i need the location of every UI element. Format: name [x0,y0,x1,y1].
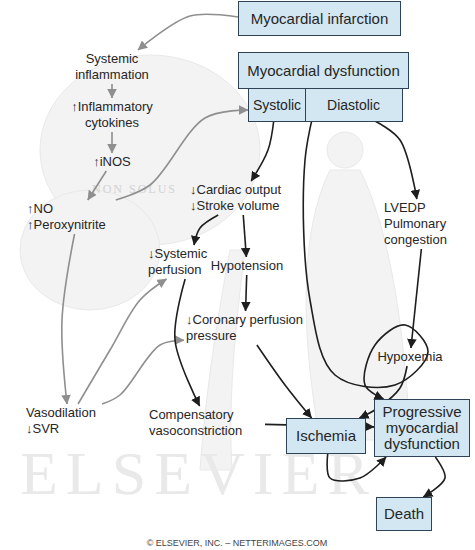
node-text: ↑NO ↑Peroxynitrite [27,201,127,233]
flow-text: Hypotension [209,257,285,275]
flow-text: Compensatory vasoconstriction [147,406,265,440]
node-text: Systolic [253,97,301,113]
flow-text: ↑iNOS [91,153,133,171]
node-text: ↑iNOS [93,154,131,170]
flow-arrow [78,279,166,404]
copyright-text: © ELSEVIER, INC. – NETTERIMAGES.COM [147,538,328,548]
node-text: Diastolic [327,97,380,113]
flow-arrow [411,249,421,348]
node-text: LVEDP Pulmonary congestion [384,200,464,248]
flow-text: Systemic inflammation [66,50,158,84]
flow-arrow [243,215,246,257]
process-box: Systolic [248,88,306,122]
process-box: Progressive myocardial dysfunction [374,399,470,457]
node-text: ↓Coronary perfusion pressure [186,312,304,344]
flow-arrow [88,171,106,200]
flow-arrow [111,84,113,98]
watermark-tree-crown [20,190,160,310]
flow-arrow [376,122,417,200]
process-box: Ischemia [286,418,366,454]
flow-arrow [246,275,247,311]
flow-arrow [138,14,238,50]
node-text: Vasodilation ↓SVR [26,405,110,437]
flow-arrow [111,132,113,153]
node-text: Hypotension [211,258,283,274]
process-box: Death [376,497,432,531]
flow-arrow [62,234,75,404]
node-text: Compensatory vasoconstriction [149,407,263,439]
node-text: Hypoxemia [377,349,442,365]
flow-text: ↑Inflammatory cytokines [60,98,164,132]
flow-arrow [194,215,218,245]
node-text: Myocardial infarction [251,11,389,27]
process-box: Myocardial dysfunction [238,52,409,89]
flow-text: ↓Coronary perfusion pressure [184,311,306,345]
process-box: Myocardial infarction [238,1,401,36]
flow-text: ↑NO ↑Peroxynitrite [25,200,129,234]
watermark-text: NON SOLUS [92,182,177,197]
node-text: ↑Inflammatory cytokines [62,99,162,131]
node-text: Systemic inflammation [68,51,156,83]
node-text: Myocardial dysfunction [247,63,400,79]
watermark-figure-head [327,132,363,168]
flow-arrow [257,345,312,418]
node-text: Progressive myocardial dysfunction [377,404,467,452]
process-box: Diastolic [305,88,403,122]
flow-text: LVEDP Pulmonary congestion [382,199,466,249]
flow-arrow [251,122,273,182]
flow-text: Hypoxemia [375,348,444,366]
node-text: Ischemia [296,428,356,444]
flow-arrow [327,454,386,481]
flow-text: ↓Cardiac output ↓Stroke volume [188,181,296,215]
node-text: Death [384,506,424,522]
flow-arrow [423,457,445,497]
flow-text: Vasodilation ↓SVR [24,404,112,438]
node-text: ↓Cardiac output ↓Stroke volume [190,182,294,214]
flow-arrow [102,340,184,404]
